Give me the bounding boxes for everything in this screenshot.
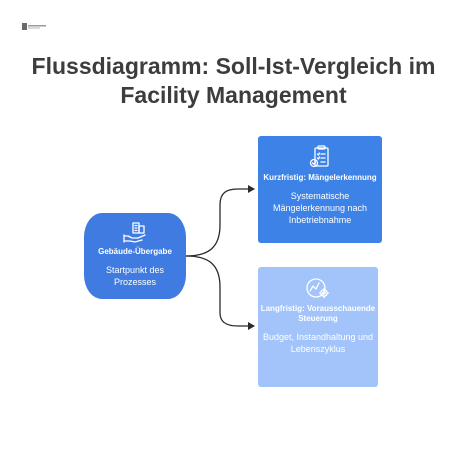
connector-to-long-term — [185, 255, 255, 330]
short-term-text: Systematische Mängelerkennung nach Inbet… — [272, 191, 368, 225]
short-term-node: Kurzfristig: Mängelerkennung Systematisc… — [258, 136, 382, 243]
start-node-text: Startpunkt des Prozesses — [105, 265, 165, 287]
chart-gear-icon — [306, 278, 330, 299]
start-node: Gebäude-Übergabe Startpunkt des Prozesse… — [84, 213, 186, 299]
clipboard-checklist-icon — [309, 145, 329, 168]
page-title: Flussdiagramm: Soll-Ist-Vergleich im Fac… — [31, 53, 436, 108]
hand-building-icon — [123, 222, 146, 243]
logo-icon — [22, 23, 46, 30]
short-term-title: Kurzfristig: Mängelerkennung — [263, 173, 377, 182]
connector-to-short-term — [185, 185, 255, 257]
long-term-text: Budget, Instandhaltung und Lebenszyklus — [262, 332, 374, 354]
long-term-node: Langfristig: Vorausschauende Steuerung B… — [258, 267, 378, 387]
long-term-title: Langfristig: Vorausschauende Steuerung — [260, 304, 376, 323]
start-node-title: Gebäude-Übergabe — [98, 247, 172, 256]
